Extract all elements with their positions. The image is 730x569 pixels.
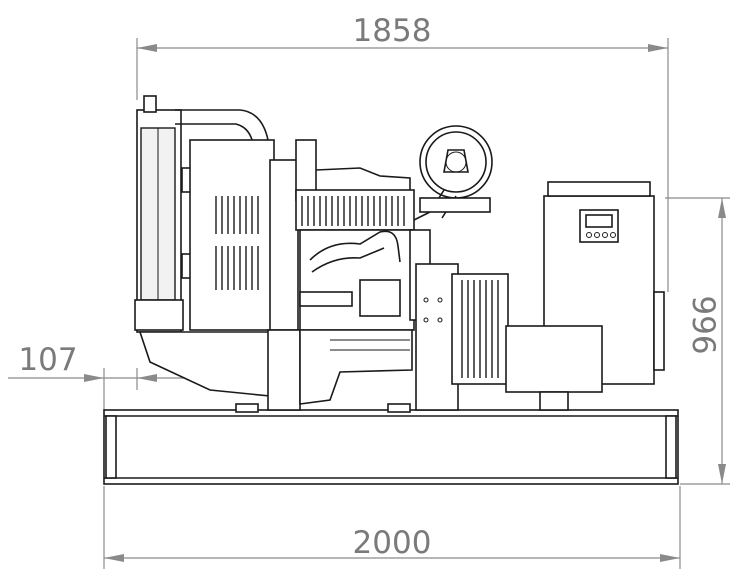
alternator-grill [461, 280, 499, 378]
control-panel [579, 209, 619, 243]
dimension-offset: 107 [8, 342, 188, 410]
air-filter [413, 125, 493, 221]
dimension-overall-length: 1858 [136, 13, 669, 292]
alternator [505, 181, 665, 411]
dimension-label-overall-length: 1858 [353, 13, 432, 49]
dimension-height: 996 [665, 197, 730, 485]
engine-grill-left [215, 196, 259, 290]
engine-sump [138, 329, 413, 413]
radiator [134, 95, 184, 333]
dimension-base-length: 2000 [103, 486, 681, 569]
base-frame [103, 409, 679, 485]
dimension-label-height: 996 [685, 295, 721, 354]
engine-block [189, 139, 431, 331]
flywheel-housing [415, 263, 509, 411]
engine-grill-top [301, 196, 405, 226]
dimension-label-offset: 107 [18, 342, 77, 378]
dimension-label-base-length: 2000 [353, 525, 432, 561]
